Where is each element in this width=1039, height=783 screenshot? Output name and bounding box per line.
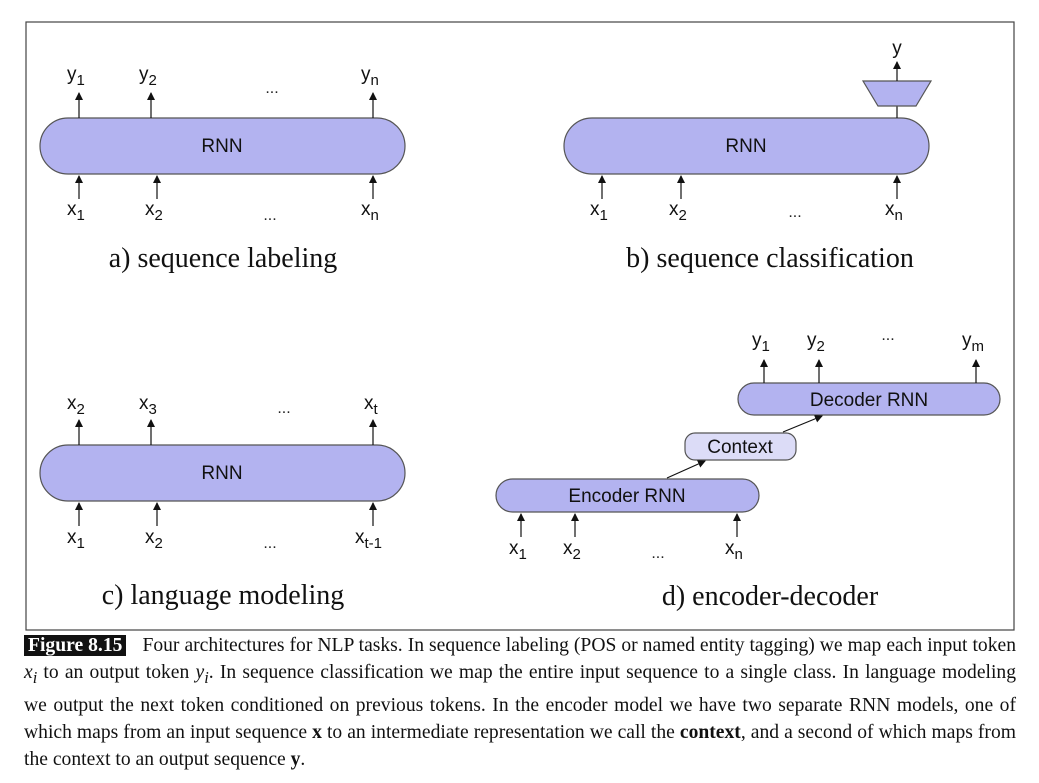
input-label: x1	[509, 538, 527, 563]
input-ellipsis: ...	[263, 535, 276, 552]
input-label: x2	[563, 538, 581, 563]
caption-text-2: to an output token	[37, 662, 196, 684]
output-label: ym	[962, 330, 984, 355]
caption-bold-y: y	[290, 749, 301, 771]
rnn-block	[39, 444, 406, 502]
rnn-block	[563, 117, 930, 175]
caption-bold-x: x	[312, 721, 322, 743]
input-label: xn	[361, 199, 379, 224]
panel-language-modeling: RNN x2 x3 xt ... x1 x2 xt-1 ... c) langu…	[39, 393, 406, 611]
input-label: x1	[67, 199, 85, 224]
input-label: x2	[669, 199, 687, 224]
input-ellipsis: ...	[263, 207, 276, 224]
input-label: x2	[145, 527, 163, 552]
rnn-label: RNN	[725, 136, 766, 157]
input-label: xn	[725, 538, 743, 563]
panel-encoder-decoder: Encoder RNN Context Decoder RNN y1 y2 ym…	[495, 327, 1001, 612]
output-label: y2	[807, 330, 825, 355]
output-label: x2	[67, 393, 85, 418]
panel-caption: c) language modeling	[102, 580, 345, 611]
encoder-to-context-arrow	[666, 460, 706, 479]
encoder-label: Encoder RNN	[568, 486, 685, 507]
figure-caption: Figure 8.15 Four architectures for NLP ta…	[24, 632, 1016, 773]
panel-sequence-classification: RNN y x1 x2 xn ... b) sequence classific…	[563, 38, 933, 274]
rnn-label: RNN	[201, 136, 242, 157]
caption-var-xi: xi	[24, 662, 38, 688]
output-label: y1	[752, 330, 770, 355]
output-ellipsis: ...	[277, 400, 290, 417]
decoder-block	[737, 382, 1001, 416]
output-label: yn	[361, 64, 379, 89]
input-label: x2	[145, 199, 163, 224]
output-label: y1	[67, 64, 85, 89]
context-block	[684, 432, 797, 461]
panel-caption: b) sequence classification	[626, 243, 914, 274]
caption-text-1: Four architectures for NLP tasks. In seq…	[142, 635, 1017, 656]
output-label: y2	[139, 64, 157, 89]
figure-label: Figure 8.15	[24, 635, 127, 656]
input-label: xn	[885, 199, 903, 224]
context-to-decoder-arrow	[782, 414, 823, 433]
rnn-block	[39, 117, 406, 175]
rnn-label: RNN	[201, 463, 242, 484]
output-ellipsis: ...	[881, 327, 894, 344]
caption-text-3: . In sequence classification we map the …	[24, 662, 1016, 743]
panel-caption: a) sequence labeling	[109, 243, 338, 274]
decoder-label: Decoder RNN	[810, 390, 928, 411]
input-label: xt-1	[355, 527, 382, 552]
output-label: y	[892, 38, 902, 59]
caption-text-4: to an intermediate representation we cal…	[321, 721, 680, 743]
output-label: x3	[139, 393, 157, 418]
architecture-diagram: RNN y1 y2 yn ... x1 x2 xn ... a) sequenc…	[25, 21, 1015, 631]
context-label: Context	[707, 437, 773, 458]
input-label: x1	[67, 527, 85, 552]
panel-caption: d) encoder-decoder	[662, 581, 879, 612]
encoder-block	[495, 478, 760, 513]
panel-sequence-labeling: RNN y1 y2 yn ... x1 x2 xn ... a) sequenc…	[39, 64, 406, 274]
input-ellipsis: ...	[788, 204, 801, 221]
output-ellipsis: ...	[265, 80, 278, 97]
caption-text-6: .	[300, 749, 306, 771]
caption-bold-context: context	[679, 721, 741, 743]
figure-frame	[25, 21, 1015, 631]
input-ellipsis: ...	[651, 545, 664, 562]
output-label: xt	[364, 393, 379, 418]
classifier-head	[861, 80, 933, 107]
input-label: x1	[590, 199, 608, 224]
caption-text-5: , and a second of which maps from the co…	[24, 721, 1016, 771]
caption-var-yi: yi	[195, 662, 209, 688]
